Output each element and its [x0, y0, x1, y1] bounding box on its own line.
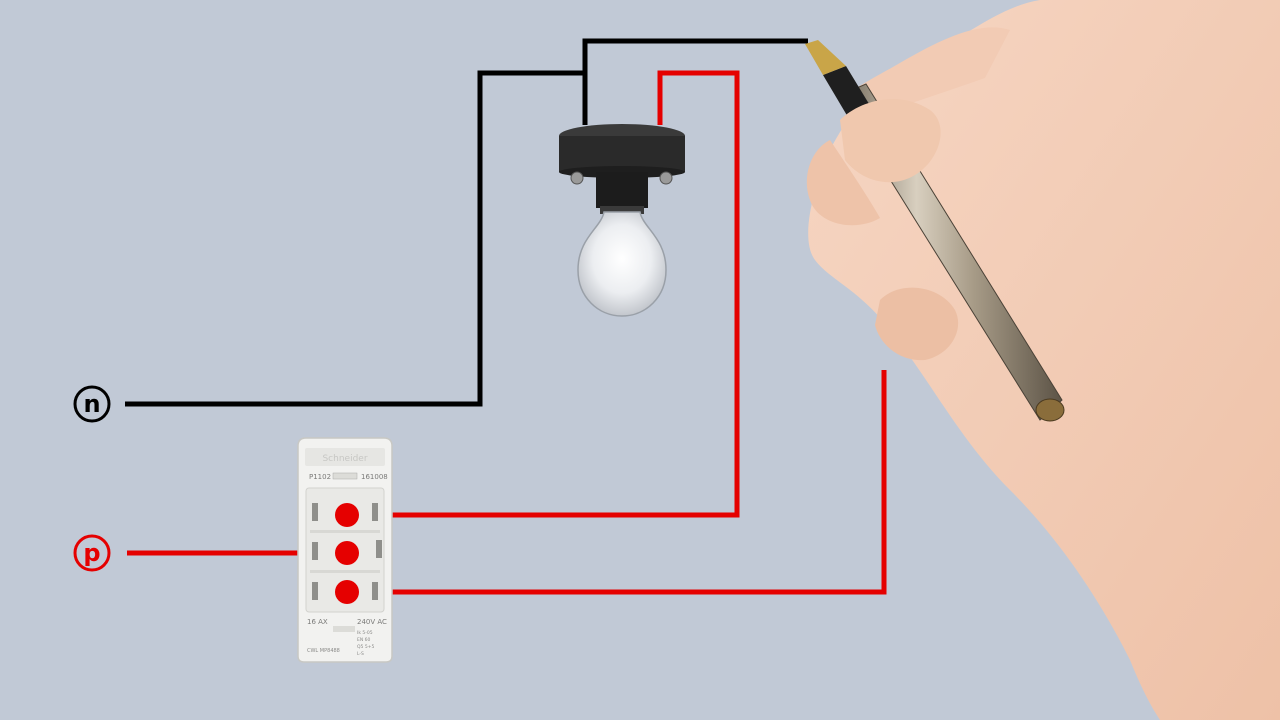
neutral-wire-to-lamp	[125, 70, 588, 407]
phase-wire-lamp	[347, 70, 740, 518]
neutral-wire-drawn	[582, 38, 808, 73]
switch-side-text-2: EN 60	[357, 637, 371, 643]
lamp-screw-left	[570, 171, 584, 185]
switch-rating-voltage: 240V AC	[357, 618, 387, 626]
lamp-screw-right	[659, 171, 673, 185]
phase-terminal-label: p	[83, 539, 100, 567]
switch-brand: Schneider	[322, 454, 367, 464]
switch-terminals	[335, 503, 359, 604]
phase-wires	[127, 70, 887, 595]
lamp-holder	[559, 124, 685, 214]
switch-terminal-bottom	[335, 580, 359, 604]
switch-rating-current: 16 AX	[307, 618, 328, 626]
switch-side-text-1: Ik 5-05	[357, 630, 373, 636]
switch-side-text-3: Q5 5+5	[357, 644, 374, 650]
phase-wire-loop	[347, 370, 887, 595]
switch-side-text-4: L-S	[357, 651, 364, 657]
hand-with-pen-icon	[805, 0, 1280, 720]
neutral-terminal-label: n	[83, 390, 100, 418]
neutral-wires	[125, 38, 808, 407]
switch-terminal-top	[335, 503, 359, 527]
switch-footer: CWL MP8488	[307, 648, 340, 654]
neutral-terminal: n	[73, 385, 111, 423]
light-bulb	[577, 211, 667, 317]
switch-model: P1102	[309, 473, 331, 481]
switch-slots	[312, 503, 382, 600]
phase-terminal: p	[73, 534, 111, 572]
switch-terminal-middle	[335, 541, 359, 565]
switch-code: 161008	[361, 473, 388, 481]
lamp	[559, 124, 685, 317]
